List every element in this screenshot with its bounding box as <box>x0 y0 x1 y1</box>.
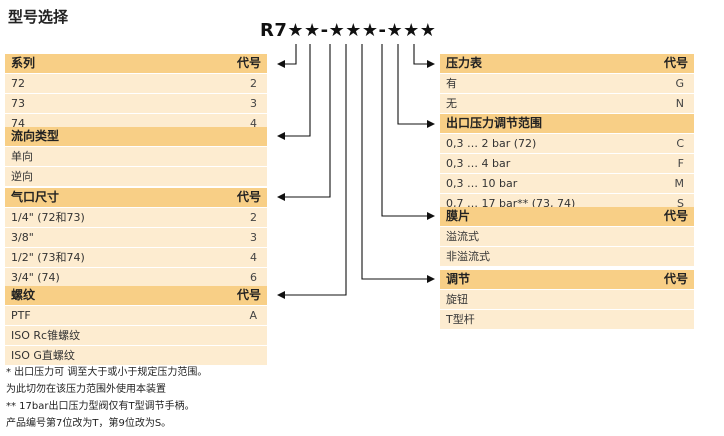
table-row: 0,3 … 2 bar (72)C <box>440 134 694 153</box>
table-row: 1/2" (73和74)4 <box>5 248 267 267</box>
adjustment-table: 调节 代号 旋钮 T型杆 <box>440 270 694 329</box>
line-flow <box>277 44 311 140</box>
table-row: 3/4" (74)6 <box>5 268 267 287</box>
line-diaphragm <box>381 44 435 220</box>
table-row: 单向 <box>5 147 267 166</box>
table-header: 气口尺寸 代号 <box>5 188 267 207</box>
line-range <box>397 44 435 128</box>
footnote-line: 为此切勿在该压力范围外使用本装置 <box>6 384 166 395</box>
footnote-line: 产品编号第7位改为T，第9位改为S。 <box>6 418 172 429</box>
footnote-line: ** 17bar出口压力型阀仅有T型调节手柄。 <box>6 401 195 412</box>
flow-table: 流向类型 单向 逆向 <box>5 127 267 186</box>
table-row: 非溢流式 <box>440 247 694 266</box>
table-row: T型杆 <box>440 310 694 329</box>
line-adjust <box>361 44 435 283</box>
line-thread <box>277 44 347 299</box>
table-row: ISO Rc锥螺纹 <box>5 326 267 345</box>
line-gauge <box>413 44 435 68</box>
table-header: 调节 代号 <box>440 270 694 289</box>
port-size-table: 气口尺寸 代号 1/4" (72和73)2 3/8"3 1/2" (73和74)… <box>5 188 267 287</box>
table-row: 溢流式 <box>440 227 694 246</box>
table-row: 1/4" (72和73)2 <box>5 208 267 227</box>
table-header: 系列 代号 <box>5 54 267 73</box>
diaphragm-table: 膜片 代号 溢流式 非溢流式 <box>440 207 694 266</box>
footnote-line: * 出口压力可 调至大于或小于规定压力范围。 <box>6 367 208 378</box>
table-header: 螺纹 代号 <box>5 286 267 305</box>
table-row: ISO G直螺纹 <box>5 346 267 365</box>
table-header: 膜片 代号 <box>440 207 694 226</box>
footnotes: * 出口压力可 调至大于或小于规定压力范围。 为此切勿在该压力范围外使用本装置 … <box>6 364 207 432</box>
model-code: R7★★-★★★-★★★ <box>260 20 437 41</box>
table-header: 出口压力调节范围 <box>440 114 694 133</box>
line-series <box>277 44 297 68</box>
table-row: 旋钮 <box>440 290 694 309</box>
table-row: 3/8"3 <box>5 228 267 247</box>
table-header: 流向类型 <box>5 127 267 146</box>
page-title: 型号选择 <box>8 8 69 26</box>
table-row: 逆向 <box>5 167 267 186</box>
table-header: 压力表 代号 <box>440 54 694 73</box>
line-port <box>277 44 331 201</box>
